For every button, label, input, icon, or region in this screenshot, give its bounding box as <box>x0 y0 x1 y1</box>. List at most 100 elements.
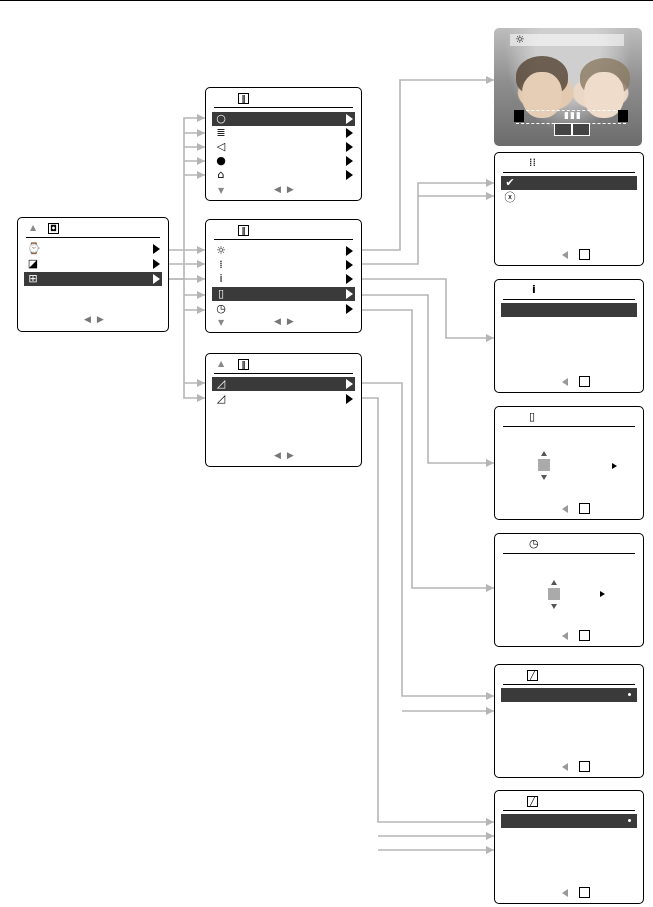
back-arrow-icon <box>562 889 568 897</box>
submenu-arrow-icon <box>346 128 353 138</box>
grid-icon: ⁞ <box>219 258 223 271</box>
option-row-selected[interactable] <box>501 814 637 828</box>
back-arrow-icon <box>562 378 568 386</box>
home-icon: ⌂ <box>217 168 225 181</box>
scroll-down-icon: ▼ <box>218 186 225 195</box>
page-nav-icon: ◀▶ <box>274 317 300 327</box>
value-spinner[interactable] <box>548 580 560 610</box>
ok-button[interactable] <box>554 123 572 136</box>
diagonal-icon: ◿ <box>216 377 226 390</box>
menu-row-clock[interactable]: ◷ <box>212 302 355 316</box>
selected-dot-icon <box>628 693 631 696</box>
setup-page-3-screen: ▲ ‖ ◿ ◿ ◀▶ <box>205 353 362 467</box>
header-divider <box>503 684 635 685</box>
menu-row-info[interactable]: i <box>212 272 355 286</box>
self-timer-icon: ○ <box>216 112 226 125</box>
menu-row-diagonal-1[interactable]: ◿ <box>212 377 355 391</box>
check-icon: ✔ <box>505 176 515 189</box>
submenu-arrow-icon <box>346 170 353 180</box>
selected-dot-icon <box>628 819 631 822</box>
back-arrow-icon <box>562 763 568 771</box>
menu-row-card[interactable]: ▯ <box>212 287 355 301</box>
list-icon: ≣ <box>216 126 226 139</box>
option-row-off[interactable]: ⓧ <box>501 191 637 205</box>
cancel-circle-icon: ⓧ <box>504 191 516 204</box>
ok-box-icon[interactable] <box>579 887 590 898</box>
submenu-arrow-icon <box>346 246 353 256</box>
menu-row-capture-mode[interactable]: ⌚ <box>24 242 162 256</box>
next-field-arrow-icon[interactable] <box>612 463 617 469</box>
menu-row-record[interactable]: ● <box>212 154 355 168</box>
option-row-selected[interactable] <box>501 688 637 702</box>
header-divider <box>503 553 635 554</box>
menu-row-diagonal-2[interactable]: ◿ <box>212 392 355 406</box>
submenu-arrow-icon <box>346 394 353 404</box>
next-field-arrow-icon[interactable] <box>600 591 605 597</box>
back-arrow-icon <box>562 632 568 640</box>
submenu-arrow-icon <box>346 260 353 270</box>
memory-card-icon: ▯ <box>217 287 225 300</box>
spin-value <box>538 459 550 471</box>
value-spinner[interactable] <box>538 451 550 481</box>
clock-icon: ◷ <box>529 537 539 550</box>
info-screen: i <box>494 279 644 393</box>
header-divider <box>503 810 635 811</box>
main-menu-header: ▲ ◘ <box>18 218 168 236</box>
spin-up-icon[interactable] <box>551 580 557 585</box>
menu-row-self-timer[interactable]: ○ <box>212 112 355 126</box>
submenu-arrow-icon <box>346 289 353 299</box>
header-divider <box>503 172 635 173</box>
menu-row-brightness[interactable]: ☼ <box>212 244 355 258</box>
cancel-button[interactable] <box>572 123 590 136</box>
spin-down-icon[interactable] <box>551 604 557 609</box>
info-selected-row[interactable] <box>501 303 637 317</box>
page-nav-icon: ◀▶ <box>84 315 110 325</box>
menu-row-grid[interactable]: ⁞ <box>212 258 355 272</box>
submenu-arrow-icon <box>346 142 353 152</box>
scroll-up-icon: ▲ <box>218 359 225 368</box>
submenu-arrow-icon <box>153 259 160 269</box>
brightness-icon: ☼ <box>216 244 226 257</box>
submenu-arrow-icon <box>346 304 353 314</box>
menu-row-contrast[interactable]: ◪ <box>24 257 162 271</box>
info-icon: i <box>532 283 536 296</box>
submenu-arrow-icon <box>346 274 353 284</box>
diagonal-icon: ╱ <box>527 796 538 807</box>
ok-box-icon[interactable] <box>579 503 590 514</box>
diagonal-icon: ◿ <box>216 392 226 405</box>
scroll-down-icon: ▼ <box>218 318 225 327</box>
speaker-icon: ◁ <box>216 140 226 153</box>
diagonal-icon: ╱ <box>527 670 538 681</box>
menu-row-setup[interactable]: ⊞ <box>24 272 162 286</box>
ok-box-icon[interactable] <box>579 376 590 387</box>
capture-mode-icon: ⌚ <box>27 242 41 255</box>
menu-row-home[interactable]: ⌂ <box>212 168 355 182</box>
setup-icon: ‖ <box>238 225 249 236</box>
diagonal-setting-screen-2: ╱ <box>494 790 644 904</box>
menu-row-list[interactable]: ≣ <box>212 126 355 140</box>
top-rule <box>0 0 653 1</box>
setup-page-1-screen: ‖ ○ ≣ ◁ ● ⌂ ▼ ◀▶ <box>205 87 362 201</box>
ok-box-icon[interactable] <box>579 630 590 641</box>
spin-down-icon[interactable] <box>541 475 547 480</box>
spin-up-icon[interactable] <box>541 451 547 456</box>
submenu-arrow-icon <box>346 379 353 389</box>
diagonal-setting-screen-1: ╱ <box>494 664 644 778</box>
back-arrow-icon <box>562 251 568 259</box>
submenu-arrow-icon <box>346 156 353 166</box>
main-menu-screen: ▲ ◘ ⌚ ◪ ⊞ ◀▶ <box>17 217 169 332</box>
brightness-title-bar <box>510 34 624 46</box>
card-setting-screen: ▯ <box>494 406 644 520</box>
spin-value <box>548 588 560 600</box>
scroll-up-icon: ▲ <box>30 223 37 232</box>
page-nav-icon: ◀▶ <box>274 451 300 461</box>
header-divider <box>503 299 635 300</box>
slider-thumb[interactable]: ▮▮▮ <box>564 111 582 121</box>
ok-box-icon[interactable] <box>579 249 590 260</box>
clock-setting-screen: ◷ <box>494 533 644 647</box>
option-row-on[interactable]: ✔ <box>501 176 637 190</box>
menu-row-sound[interactable]: ◁ <box>212 140 355 154</box>
ok-box-icon[interactable] <box>579 761 590 772</box>
submenu-arrow-icon <box>153 244 160 254</box>
brightness-preview-screen: ☼ ▮▮▮ <box>494 28 642 146</box>
